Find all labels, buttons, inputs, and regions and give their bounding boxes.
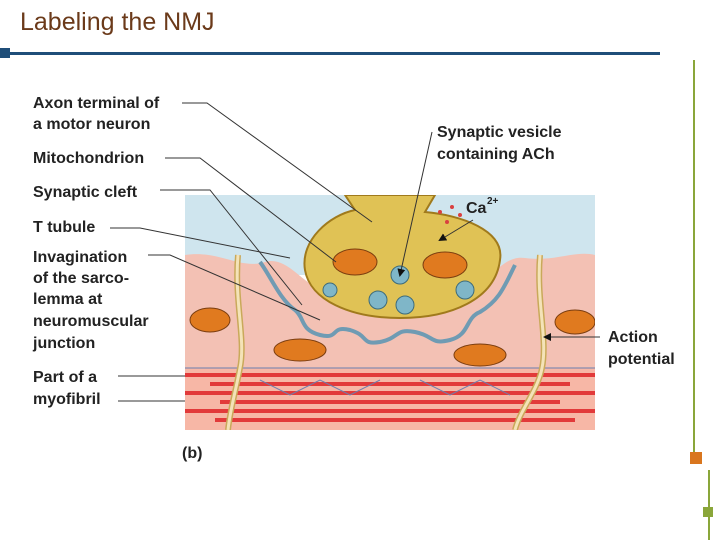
label-invagination-line5: junction bbox=[32, 335, 95, 352]
calcium-ions bbox=[438, 205, 462, 224]
title-underline bbox=[8, 52, 660, 55]
label-calcium-charge: 2+ bbox=[487, 196, 499, 207]
synaptic-vesicles bbox=[322, 265, 475, 315]
leader-lines bbox=[110, 102, 600, 402]
decor-green-square bbox=[703, 507, 713, 517]
label-myofibril-line2: myofibril bbox=[33, 391, 101, 408]
label-axon-terminal-line1: Axon terminal of bbox=[33, 95, 160, 112]
sarcoplasmic-reticulum bbox=[185, 367, 595, 396]
label-invagination-line3: lemma at bbox=[33, 291, 103, 308]
muscle-mitochondria bbox=[189, 307, 595, 367]
label-synaptic-vesicle-line1: Synaptic vesicle bbox=[437, 124, 562, 141]
label-mitochondrion: Mitochondrion bbox=[33, 150, 144, 167]
label-calcium: Ca bbox=[466, 200, 487, 217]
title-underline-marker bbox=[0, 48, 10, 58]
decor-orange-square bbox=[690, 452, 702, 464]
label-panel: (b) bbox=[182, 445, 202, 462]
label-myofibril-line1: Part of a bbox=[33, 369, 97, 386]
diagram-panel bbox=[185, 195, 595, 430]
label-synaptic-cleft: Synaptic cleft bbox=[33, 184, 138, 201]
label-axon-terminal-line2: a motor neuron bbox=[33, 116, 150, 133]
decor-vertical-line bbox=[693, 60, 695, 455]
label-invagination-line4: neuromuscular bbox=[33, 313, 149, 330]
label-action-potential-line2: potential bbox=[608, 351, 675, 368]
myofibril-filaments bbox=[185, 373, 595, 422]
label-invagination-line2: of the sarco- bbox=[33, 270, 129, 287]
label-synaptic-vesicle-line2: containing ACh bbox=[437, 146, 555, 163]
axon-terminal bbox=[303, 195, 502, 320]
slide-title: Labeling the NMJ bbox=[20, 8, 215, 36]
label-action-potential-line1: Action bbox=[608, 329, 658, 346]
label-invagination-line1: Invagination bbox=[33, 249, 127, 266]
junctional-folds bbox=[258, 260, 517, 345]
decor-vertical-line-lower bbox=[708, 470, 710, 540]
label-t-tubule: T tubule bbox=[33, 219, 95, 236]
terminal-mitochondria bbox=[332, 248, 468, 279]
